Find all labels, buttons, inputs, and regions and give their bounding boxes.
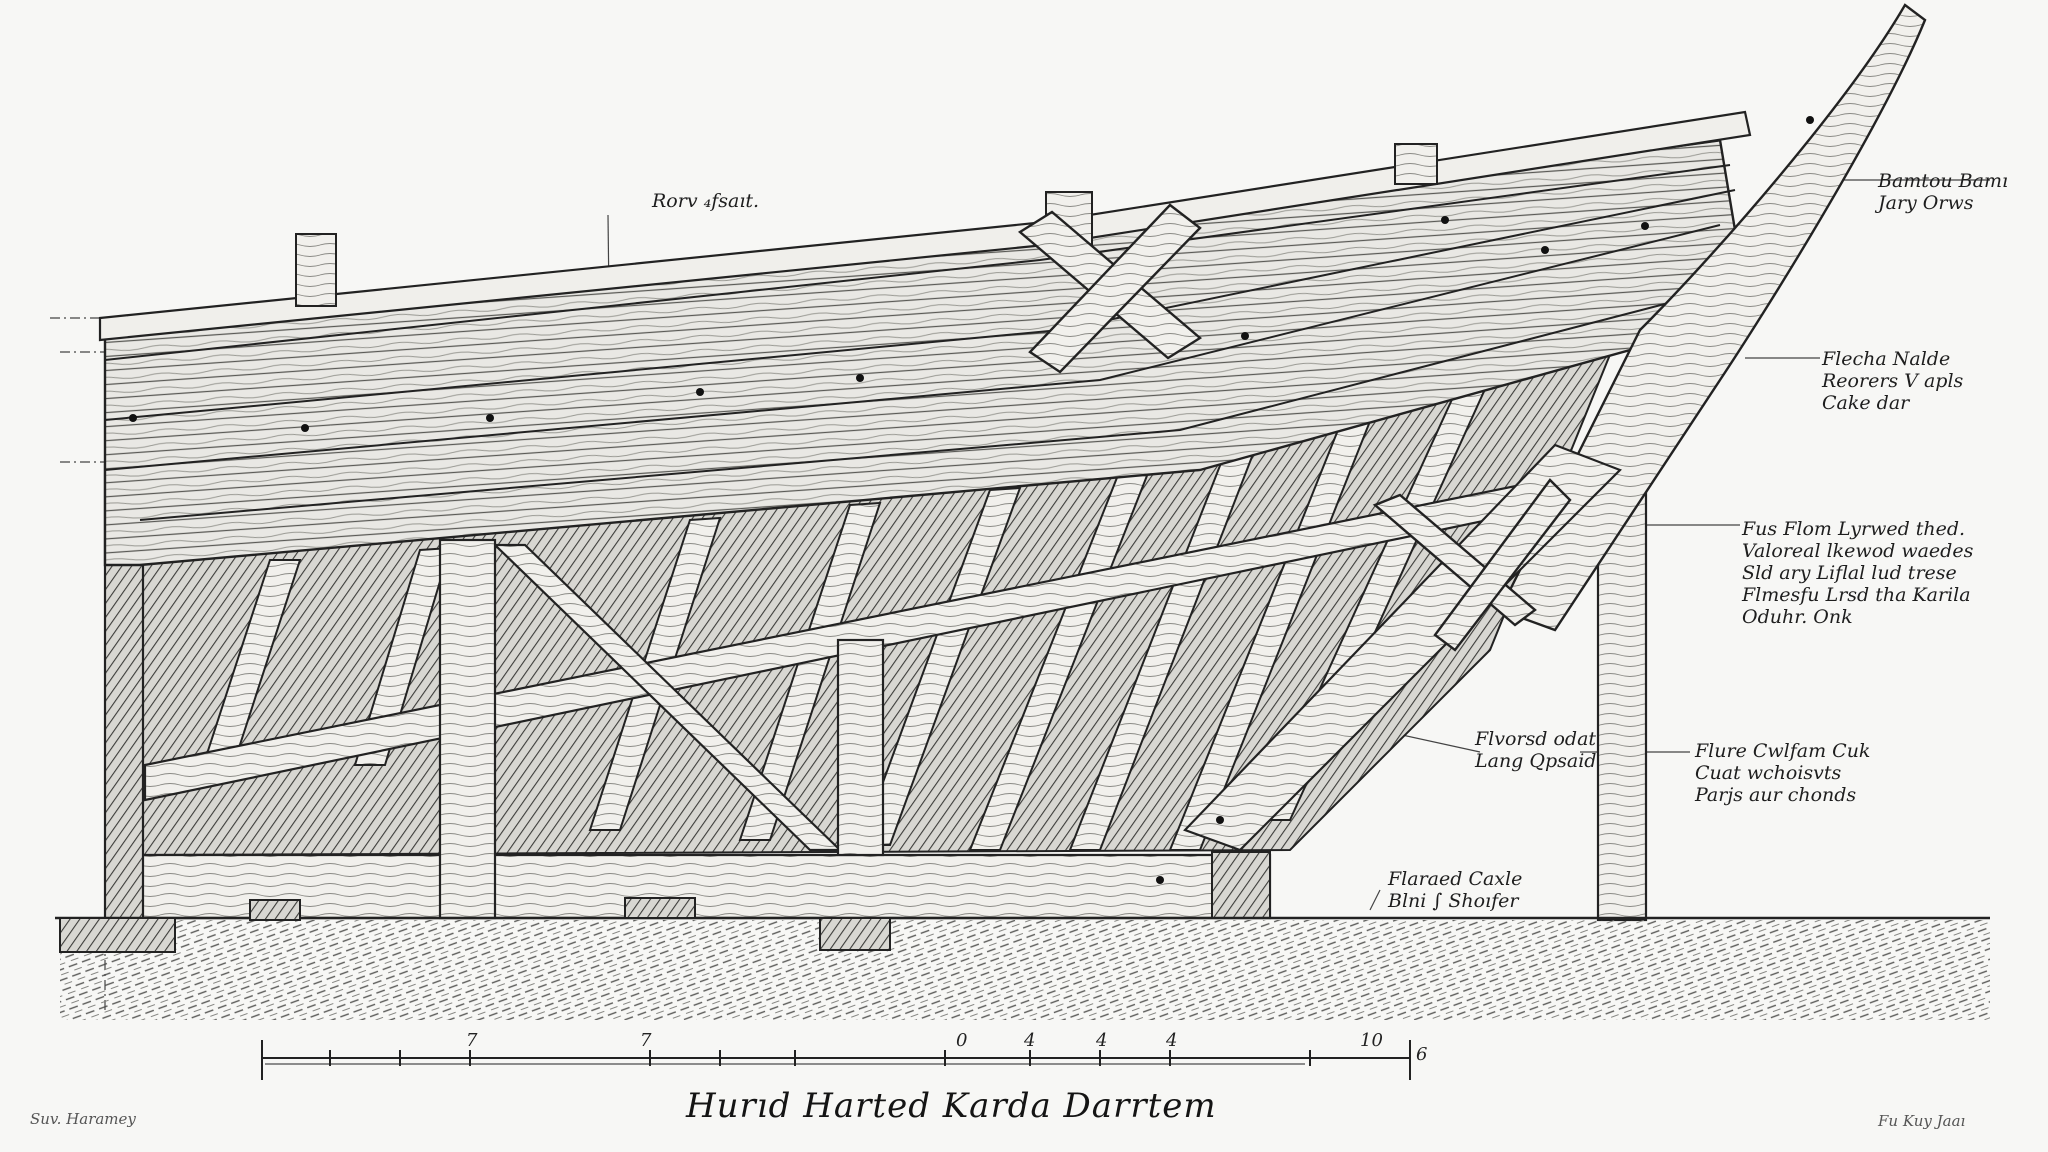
scale-bar [261, 1040, 1411, 1080]
scale-tick-label: 4 [1096, 1030, 1108, 1051]
rail-post-1 [295, 233, 337, 307]
label-rail: Rorv ₄fsaıt. [652, 190, 760, 212]
ground-hatching [60, 920, 1990, 1020]
stem-cross-brace [1372, 478, 1572, 652]
scale-tick-label: 7 [640, 1030, 652, 1051]
scale-tick-label: 10 [1360, 1030, 1383, 1051]
scale-tick-label: 4 [1166, 1030, 1178, 1051]
scale-tick-label: 0 [956, 1030, 968, 1051]
x-cross-brace [1017, 203, 1203, 374]
signature-left: Suv. Haramey [30, 1110, 136, 1128]
scale-tick-label: 7 [466, 1030, 478, 1051]
upright-post-left [438, 538, 497, 920]
scale-tick-label: 4 [1024, 1030, 1036, 1051]
keel-end-block [1211, 851, 1271, 919]
label-right-lower: Fus Flom Lyrwed thed.Valoreal lkewod wae… [1742, 518, 1974, 628]
scale-end-label: 6 [1416, 1044, 1428, 1065]
hull-ribs [203, 354, 1502, 851]
support-blocks [59, 897, 891, 953]
rivets [129, 116, 1814, 884]
rail-post-3 [1394, 143, 1438, 185]
drawing-caption: Hurıd Harted Karda Darrtem [686, 1086, 1217, 1126]
keel-beam [138, 853, 1272, 920]
signature-right: Fu Kuy Jaaı [1878, 1112, 1966, 1130]
upright-post-center [836, 638, 885, 857]
